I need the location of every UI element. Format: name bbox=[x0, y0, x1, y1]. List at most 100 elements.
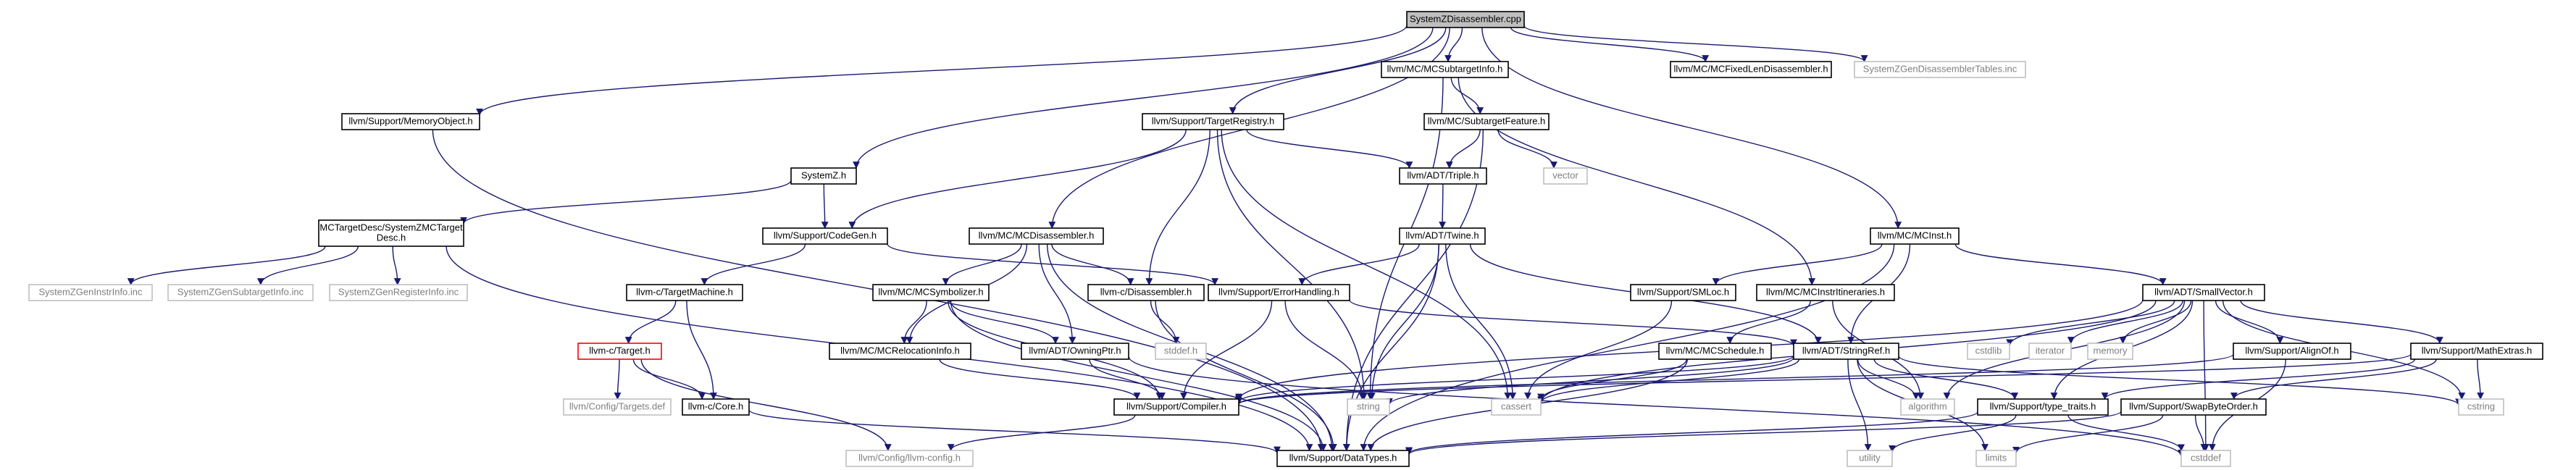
node-datatypes[interactable]: llvm/Support/DataTypes.h bbox=[1276, 450, 1410, 467]
node-errh-label: llvm/Support/ErrorHandling.h bbox=[1218, 286, 1339, 297]
node-mcsym-label: llvm/MC/MCSymbolizer.h bbox=[878, 286, 983, 297]
node-strref-box bbox=[1793, 343, 1899, 360]
node-mcinst[interactable]: llvm/MC/MCInst.h bbox=[1870, 227, 1960, 245]
edge-mctarget-to-reginfo bbox=[392, 246, 401, 285]
node-compiler-box bbox=[1113, 398, 1239, 416]
node-subinfo-label: llvm/MC/MCSubtargetInfo.h bbox=[1387, 63, 1503, 74]
node-codegen-label: llvm/Support/CodeGen.h bbox=[774, 230, 877, 240]
node-swapbyte[interactable]: llvm/Support/SwapByteOrder.h bbox=[2120, 398, 2267, 416]
edge-subfeat-to-vector bbox=[1497, 129, 1557, 169]
node-itin-label: llvm/MC/MCInstrItineraries.h bbox=[1766, 286, 1885, 297]
node-subinfo[interactable]: llvm/MC/MCSubtargetInfo.h bbox=[1381, 61, 1509, 78]
node-mcsched[interactable]: llvm/MC/MCSchedule.h bbox=[1658, 343, 1772, 360]
node-strref[interactable]: llvm/ADT/StringRef.h bbox=[1793, 343, 1899, 360]
node-instrinfo-label: SystemZGenInstrInfo.inc bbox=[38, 286, 143, 297]
edge-systemzh-to-mctarget bbox=[460, 180, 792, 224]
node-itin-box bbox=[1756, 284, 1895, 301]
edge-mcdisasm-to-mcsym bbox=[942, 243, 1022, 285]
node-ctm-box bbox=[626, 284, 743, 301]
edge-ccore-to-datatypes bbox=[748, 409, 1281, 454]
node-swapbyte-label: llvm/Support/SwapByteOrder.h bbox=[2129, 400, 2258, 411]
node-errh[interactable]: llvm/Support/ErrorHandling.h bbox=[1208, 284, 1350, 301]
node-memory-box bbox=[2087, 343, 2133, 360]
node-mcdisasm[interactable]: llvm/MC/MCDisassembler.h bbox=[969, 227, 1104, 245]
node-targetsdef-label: llvm/Config/Targets.def bbox=[569, 400, 666, 411]
edge-mcdisasm-to-cdisasm bbox=[1051, 243, 1134, 285]
node-mcreloc-label: llvm/MC/MCRelocationInfo.h bbox=[840, 345, 960, 356]
node-smloc[interactable]: llvm/Support/SMLoc.h bbox=[1630, 284, 1736, 301]
node-typetraits[interactable]: llvm/Support/type_traits.h bbox=[1977, 398, 2109, 416]
node-codegen[interactable]: llvm/Support/CodeGen.h bbox=[762, 227, 888, 245]
edge-treg-to-triple bbox=[1246, 129, 1413, 169]
node-cstring: cstring bbox=[2458, 398, 2504, 416]
node-gentables-label: SystemZGenDisassemblerTables.inc bbox=[1863, 63, 2017, 74]
node-twine[interactable]: llvm/ADT/Twine.h bbox=[1399, 227, 1486, 245]
node-fixlen[interactable]: llvm/MC/MCFixedLenDisassembler.h bbox=[1670, 61, 1832, 78]
node-mcdisasm-label: llvm/MC/MCDisassembler.h bbox=[979, 230, 1095, 240]
edge-owning-to-compiler bbox=[1089, 358, 1166, 400]
edge-root-to-memobj bbox=[476, 25, 1408, 116]
node-triple[interactable]: llvm/ADT/Triple.h bbox=[1399, 167, 1487, 185]
node-instrinfo-box bbox=[28, 284, 153, 301]
node-ctm[interactable]: llvm-c/TargetMachine.h bbox=[626, 284, 743, 301]
node-treg[interactable]: llvm/Support/TargetRegistry.h bbox=[1142, 113, 1284, 130]
edge-mathx-to-compiler bbox=[1235, 353, 2412, 406]
edge-smallvec-to-cstddef bbox=[2201, 300, 2209, 451]
edge-cdisasm-to-stddef bbox=[1150, 300, 1180, 344]
node-mcsym[interactable]: llvm/MC/MCSymbolizer.h bbox=[872, 284, 990, 301]
edge-subfeat-to-triple bbox=[1445, 129, 1481, 169]
node-mcreloc[interactable]: llvm/MC/MCRelocationInfo.h bbox=[829, 343, 971, 360]
edge-ctarget-to-llvmconfig bbox=[640, 358, 892, 451]
node-ccore-box bbox=[682, 398, 750, 416]
node-compiler[interactable]: llvm/Support/Compiler.h bbox=[1113, 398, 1239, 416]
node-cstdlib: cstdlib bbox=[1967, 343, 2010, 360]
node-memobj[interactable]: llvm/Support/MemoryObject.h bbox=[341, 113, 480, 130]
node-mctarget-label: Desc.h bbox=[377, 232, 406, 243]
edge-root-to-gentables bbox=[1523, 25, 1868, 62]
edge-smallvec-to-iterator bbox=[2067, 300, 2183, 344]
node-smallvec-box bbox=[2142, 284, 2265, 301]
node-subinfo-box bbox=[1381, 61, 1509, 78]
edge-ctm-to-ctarget bbox=[624, 300, 677, 344]
node-systemzh[interactable]: SystemZ.h bbox=[790, 167, 857, 185]
node-smloc-box bbox=[1630, 284, 1736, 301]
node-memobj-box bbox=[341, 113, 480, 130]
node-mcreloc-box bbox=[829, 343, 971, 360]
edge-strref-to-utility bbox=[1847, 358, 1872, 451]
node-owning[interactable]: llvm/ADT/OwningPtr.h bbox=[1021, 343, 1129, 360]
node-reginfo: SystemZGenRegisterInfo.inc bbox=[329, 284, 468, 301]
node-ctarget[interactable]: llvm-c/Target.h bbox=[577, 343, 662, 360]
node-smallvec[interactable]: llvm/ADT/SmallVector.h bbox=[2142, 284, 2265, 301]
node-ccore-label: llvm-c/Core.h bbox=[688, 400, 744, 411]
node-string-label: string bbox=[1357, 400, 1380, 411]
node-vector-label: vector bbox=[1552, 169, 1578, 180]
node-algorithm: algorithm bbox=[1900, 398, 1955, 416]
node-stddef: stddef.h bbox=[1155, 343, 1207, 360]
edge-treg-to-cdisasm bbox=[1145, 129, 1210, 285]
node-cstring-label: cstring bbox=[2467, 400, 2495, 411]
edge-itin-to-mcsched bbox=[1726, 300, 1811, 344]
edges-layer bbox=[127, 25, 2484, 457]
node-subfeat[interactable]: llvm/MC/SubtargetFeature.h bbox=[1423, 113, 1550, 130]
node-itin[interactable]: llvm/MC/MCInstrItineraries.h bbox=[1756, 284, 1895, 301]
edge-root-to-treg bbox=[1229, 27, 1447, 114]
edge-mctarget-to-instrinfo bbox=[127, 246, 326, 285]
node-cdisasm[interactable]: llvm-c/Disassembler.h bbox=[1087, 284, 1205, 301]
edge-alignof-to-compiler bbox=[1235, 353, 2234, 405]
node-root[interactable]: SystemZDisassembler.cpp bbox=[1406, 11, 1525, 28]
node-subfeat-label: llvm/MC/SubtargetFeature.h bbox=[1428, 115, 1546, 126]
edge-twine-to-errh bbox=[1298, 243, 1420, 285]
node-instrinfo: SystemZGenInstrInfo.inc bbox=[28, 284, 153, 301]
node-memobj-label: llvm/Support/MemoryObject.h bbox=[348, 115, 472, 126]
edge-subinfo-to-itin bbox=[1458, 77, 1816, 285]
node-alignof[interactable]: llvm/Support/AlignOf.h bbox=[2233, 343, 2351, 360]
node-typetraits-box bbox=[1977, 398, 2109, 416]
edge-mcsym-to-datatypes bbox=[950, 300, 1327, 451]
node-systemzh-box bbox=[790, 167, 857, 185]
edge-strref-to-string bbox=[1386, 357, 1794, 406]
node-datatypes-label: llvm/Support/DataTypes.h bbox=[1289, 452, 1397, 463]
node-ccore[interactable]: llvm-c/Core.h bbox=[682, 398, 750, 416]
edge-ctarget-to-ccore bbox=[632, 358, 706, 400]
node-mathx[interactable]: llvm/Support/MathExtras.h bbox=[2410, 343, 2543, 360]
